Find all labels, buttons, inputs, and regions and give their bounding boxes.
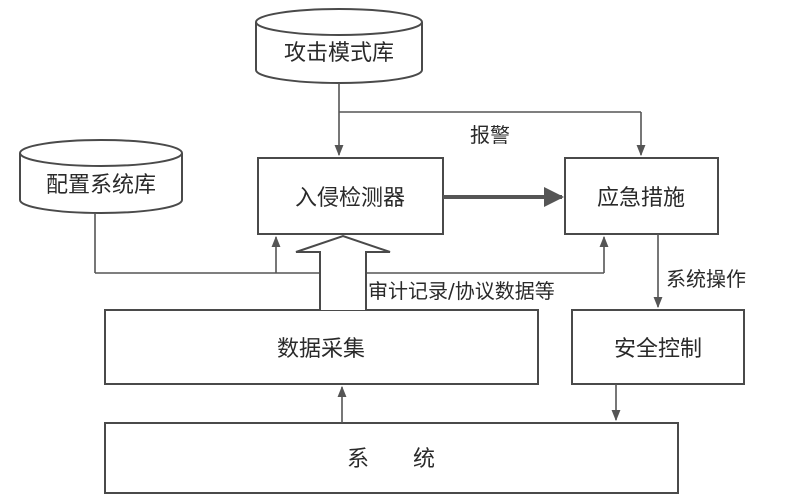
emergency-label: 应急措施 <box>597 186 685 211</box>
data-collection-box: 数据采集 <box>104 309 539 385</box>
security-control-label: 安全控制 <box>614 337 702 362</box>
config-system-db: 配置系统库 <box>19 139 183 214</box>
system-label: 系 统 <box>347 447 435 472</box>
emergency-measures-box: 应急措施 <box>564 157 719 235</box>
security-control-box: 安全控制 <box>571 309 745 385</box>
system-box: 系 统 <box>104 422 679 494</box>
data-collect-label: 数据采集 <box>277 337 365 362</box>
detector-label: 入侵检测器 <box>295 186 405 211</box>
config-db-label: 配置系统库 <box>46 173 156 198</box>
audit-label: 审计记录/协议数据等 <box>368 279 555 303</box>
audit-data-hollow-arrow <box>295 234 391 310</box>
alarm-label: 报警 <box>470 123 510 147</box>
alarm-arrows <box>334 83 646 157</box>
attack-pattern-db: 攻击模式库 <box>255 8 423 84</box>
intrusion-detector-box: 入侵检测器 <box>257 157 444 235</box>
system-op-label: 系统操作 <box>666 267 746 291</box>
attack-db-label: 攻击模式库 <box>284 41 394 66</box>
